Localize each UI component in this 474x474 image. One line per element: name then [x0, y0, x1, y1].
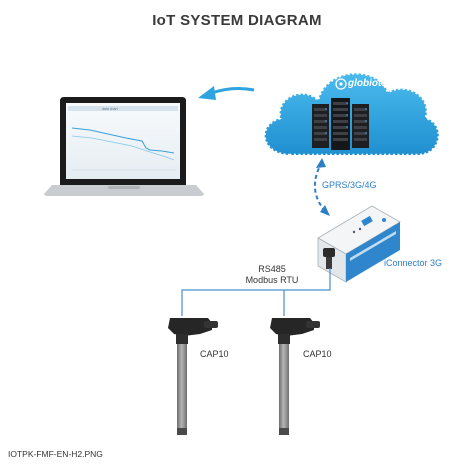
bus-label: RS485 Modbus RTU [234, 264, 310, 286]
sensor-label: CAP10 [303, 349, 332, 359]
link-label: GPRS/3G/4G [322, 180, 377, 190]
wireless-link-icon [314, 158, 330, 216]
sensor-label: CAP10 [200, 349, 229, 359]
iconnector-device-icon [317, 205, 401, 283]
cloud-icon [263, 72, 441, 157]
rs485-bus-line [181, 268, 331, 316]
cap10-probe-icon [270, 318, 320, 435]
brand-logo-icon [335, 78, 347, 90]
svg-text:data chart: data chart [102, 107, 118, 111]
diagram-title: IoT SYSTEM DIAGRAM [152, 12, 322, 29]
image-filename-label: IOTPK-FMF-EN-H2.PNG [8, 449, 103, 459]
cloud-brand-label: globiots [348, 78, 387, 89]
cloud-to-laptop-arrow-icon [198, 86, 255, 100]
gateway-label: iConnector 3G [384, 258, 443, 268]
bus-label-line2: Modbus RTU [245, 275, 299, 285]
laptop-icon: data chart [44, 97, 204, 196]
cap10-probe-icon [168, 318, 218, 435]
server-rack-icon [312, 98, 369, 150]
bus-label-line1: RS485 [258, 264, 286, 274]
